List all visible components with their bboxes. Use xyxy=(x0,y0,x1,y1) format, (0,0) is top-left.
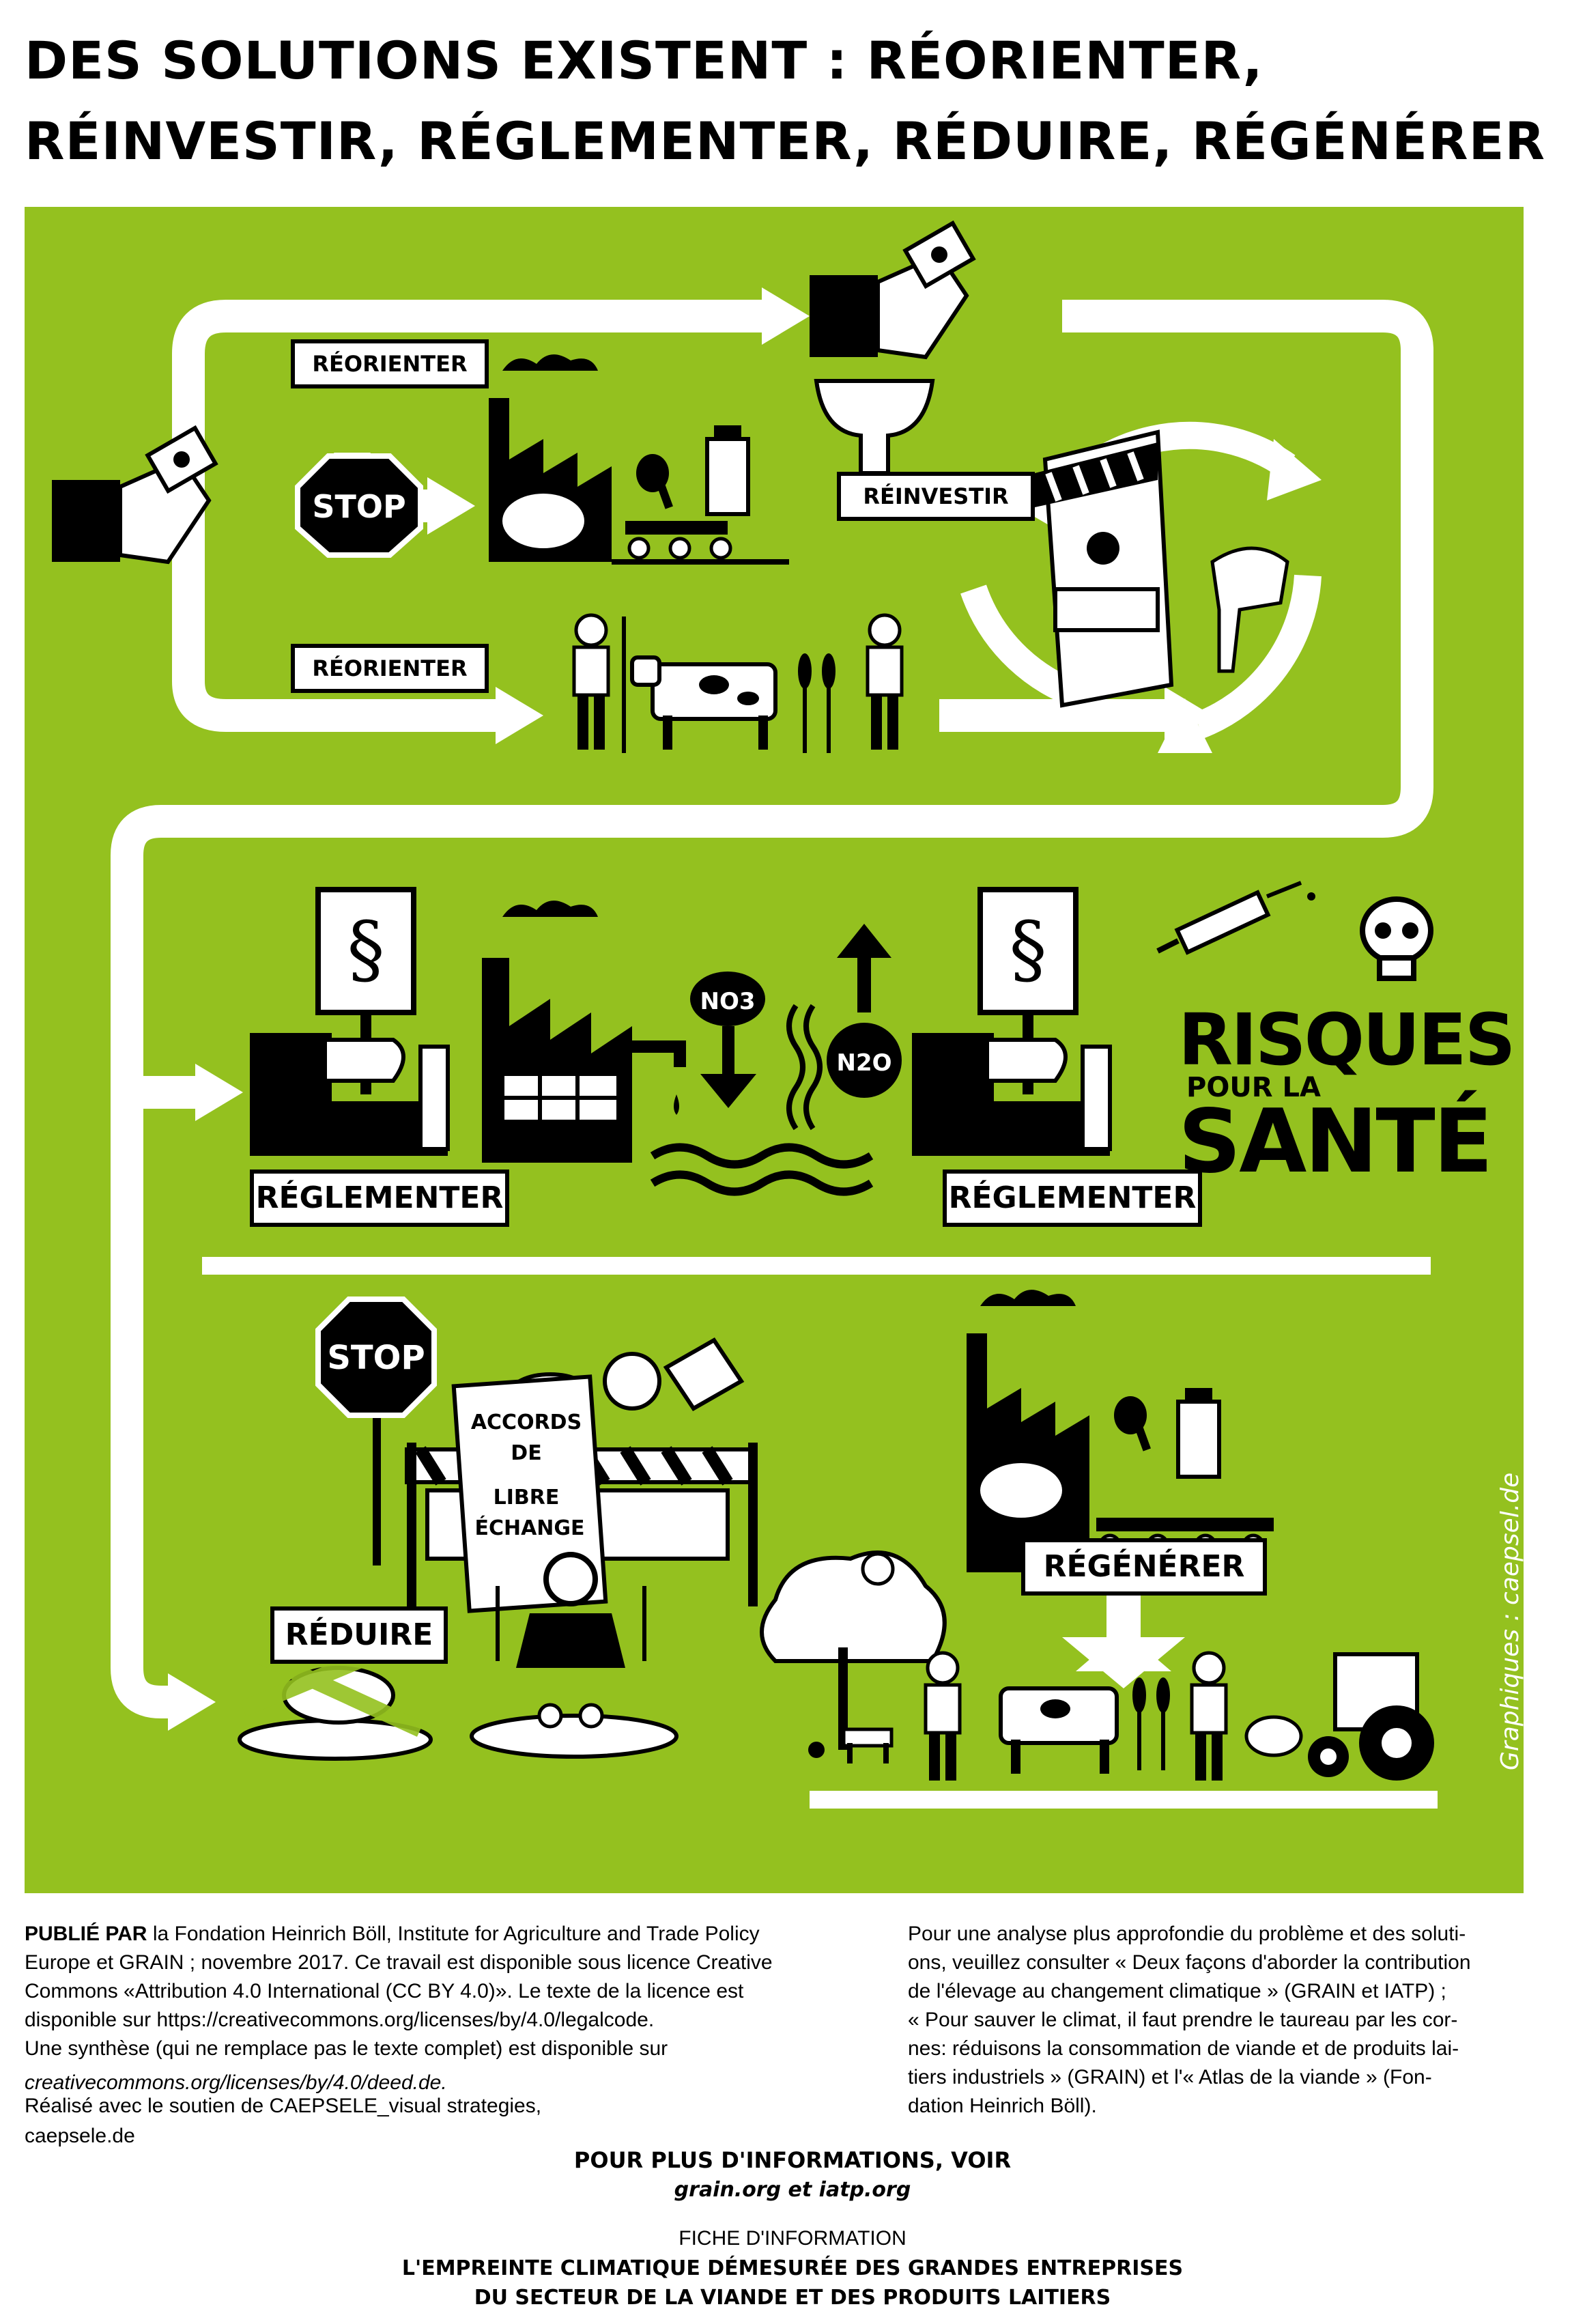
accords-line-4: ÉCHANGE xyxy=(474,1516,584,1540)
bird-icon xyxy=(861,1552,895,1586)
stop-bottom-text: STOP xyxy=(327,1339,425,1377)
footer-right-line-1: Pour une analyse plus approfondie du pro… xyxy=(908,1923,1466,1945)
footer-right-line-7: dation Heinrich Böll). xyxy=(908,2095,1097,2117)
infographic-panel: STOP STOP xyxy=(25,207,1524,1893)
footer-left-line-5: Réalisé avec le soutien de CAEPSELE_visu… xyxy=(25,2095,542,2117)
farmer-icon-2 xyxy=(866,613,904,750)
footer-left-line-2: Commons «Attribution 4.0 International (… xyxy=(25,1980,744,2002)
flow-lower-branch xyxy=(172,500,502,732)
label-reorienter-bottom: RÉORIENTER xyxy=(291,644,489,693)
syringe-icon xyxy=(1156,881,1315,955)
fiche-title-line-1: L'EMPREINTE CLIMATIQUE DÉMESURÉE DES GRA… xyxy=(401,2256,1184,2280)
title-line-1: DES SOLUTIONS EXISTENT : RÉORIENTER, xyxy=(25,30,1263,91)
footer-left: PUBLIÉ PAR la Fondation Heinrich Böll, I… xyxy=(25,1920,878,2151)
fiche-title-line-2: DU SECTEUR DE LA VIANDE ET DES PRODUITS … xyxy=(474,2286,1111,2310)
footer-right-line-2: ons, veuillez consulter « Deux façons d'… xyxy=(908,1951,1471,1974)
factory-icon-top xyxy=(489,354,789,565)
page-title: DES SOLUTIONS EXISTENT : RÉORIENTER, RÉI… xyxy=(25,20,1567,182)
skull-icon xyxy=(1360,896,1433,981)
risques-line-3: SANTÉ xyxy=(1178,1091,1493,1193)
footer-right-line-4: « Pour sauver le climat, il faut prendre… xyxy=(908,2009,1458,2031)
published-line: PUBLIÉ PAR la Fondation Heinrich Böll, I… xyxy=(25,1920,878,1949)
label-reglementer-2: RÉGLEMENTER xyxy=(943,1170,1202,1227)
farmer-icon-3 xyxy=(924,1651,962,1781)
no3-text: NO3 xyxy=(700,988,755,1015)
footer-right-line-3: de l'élevage au changement climatique » … xyxy=(908,1980,1446,2002)
regulation-sign-icon-2: § xyxy=(912,887,1112,1156)
milk-can-icon-bottom xyxy=(1176,1388,1221,1479)
hand-money-icon-top xyxy=(810,220,976,360)
tractor-icon xyxy=(1308,1652,1434,1781)
label-regenerer: RÉGÉNÉRER xyxy=(1021,1538,1267,1596)
health-risks-text: RISQUES POUR LA SANTÉ xyxy=(1178,998,1515,1193)
farmer-icon-4 xyxy=(1190,1651,1228,1781)
license-link[interactable]: creativecommons.org/licenses/by/4.0/deed… xyxy=(25,2071,447,2094)
stop-sign-icon-top: STOP xyxy=(295,453,423,558)
flow-main-path xyxy=(111,300,1433,1718)
wheat-icon-2 xyxy=(1132,1677,1170,1770)
label-reglementer-1: RÉGLEMENTER xyxy=(250,1170,509,1227)
stop-top-text: STOP xyxy=(312,488,405,525)
water-waves-icon xyxy=(650,1143,874,1196)
more-info-links[interactable]: grain.org et iatp.org xyxy=(674,2178,911,2202)
arrowhead-top xyxy=(762,287,810,345)
accords-line-3: LIBRE xyxy=(494,1486,560,1510)
footer-right-line-5: nes: réduisons la consommation de viande… xyxy=(908,2037,1459,2060)
graphics-credit: Graphiques : caepsel.de xyxy=(1496,1472,1524,1770)
no3-icon: NO3 xyxy=(690,972,765,1108)
dog-icon xyxy=(842,1727,894,1763)
label-reinvestir: RÉINVESTIR xyxy=(837,472,1035,521)
person-eating-icon xyxy=(470,1552,679,1759)
arrowhead-reduire xyxy=(168,1673,216,1731)
regenerer-arrow-head xyxy=(1062,1637,1185,1688)
arrowhead-lower xyxy=(496,687,543,744)
regulation-sign-icon-1: § xyxy=(250,887,450,1156)
cow-icon-2 xyxy=(999,1686,1119,1774)
separator-1 xyxy=(202,1257,1431,1275)
footer-right-line-6: tiers industriels » (GRAIN) et l'« Atlas… xyxy=(908,2066,1432,2088)
published-text: la Fondation Heinrich Böll, Institute fo… xyxy=(152,1923,760,1945)
market-stall-icon xyxy=(1035,429,1289,708)
funnel-icon xyxy=(814,379,935,475)
published-label: PUBLIÉ PAR xyxy=(25,1923,147,1945)
footer-left-line-6: caepsele.de xyxy=(25,2125,135,2147)
wheat-icon-1 xyxy=(798,653,836,753)
farmer-icon-1 xyxy=(572,613,626,753)
risques-line-1: RISQUES xyxy=(1178,998,1515,1081)
footer-left-line-3: disponible sur https://creativecommons.o… xyxy=(25,2009,655,2031)
stop-sign-icon-bottom: STOP xyxy=(315,1296,437,1565)
n2o-text: N2O xyxy=(836,1049,891,1077)
section-mark-1: § xyxy=(347,905,385,993)
risques-line-2: POUR LA xyxy=(1186,1072,1321,1103)
chicken-leg-icon-top xyxy=(636,454,673,509)
factory-icon-bottom xyxy=(967,1290,1274,1572)
arrowhead-stop xyxy=(427,477,475,535)
factory-icon-middle xyxy=(482,901,686,1163)
accords-line-2: DE xyxy=(511,1441,541,1465)
separator-2 xyxy=(810,1791,1438,1809)
fiche-label: FICHE D'INFORMATION xyxy=(679,2227,906,2250)
n2o-icon: N2O xyxy=(786,924,902,1131)
label-reduire: RÉDUIRE xyxy=(270,1606,448,1664)
milk-can-icon-top xyxy=(705,425,750,516)
chicken-leg-icon-bottom xyxy=(1114,1396,1151,1451)
hand-money-icon-left xyxy=(52,425,218,565)
footer-left-line-4: Une synthèse (qui ne remplace pas le tex… xyxy=(25,2037,668,2060)
title-line-2: RÉINVESTIR, RÉGLEMENTER, RÉDUIRE, RÉGÉNÉ… xyxy=(25,111,1545,171)
cow-icon-1 xyxy=(630,655,777,750)
section-mark-2: § xyxy=(1010,905,1047,993)
arrowhead-reglementer xyxy=(195,1064,243,1121)
tree-icon xyxy=(760,1550,947,1758)
flow-top-path xyxy=(172,300,769,500)
sheep-icon xyxy=(1244,1715,1303,1757)
accords-line-1: ACCORDS xyxy=(471,1411,582,1434)
more-info-heading: POUR PLUS D'INFORMATIONS, VOIR xyxy=(573,2147,1012,2173)
label-reorienter-top: RÉORIENTER xyxy=(291,339,489,388)
footer-left-line-1: Europe et GRAIN ; novembre 2017. Ce trav… xyxy=(25,1951,773,1974)
infographic-drawing: STOP STOP xyxy=(52,220,1438,1809)
footer-right: Pour une analyse plus approfondie du pro… xyxy=(908,1920,1563,2121)
